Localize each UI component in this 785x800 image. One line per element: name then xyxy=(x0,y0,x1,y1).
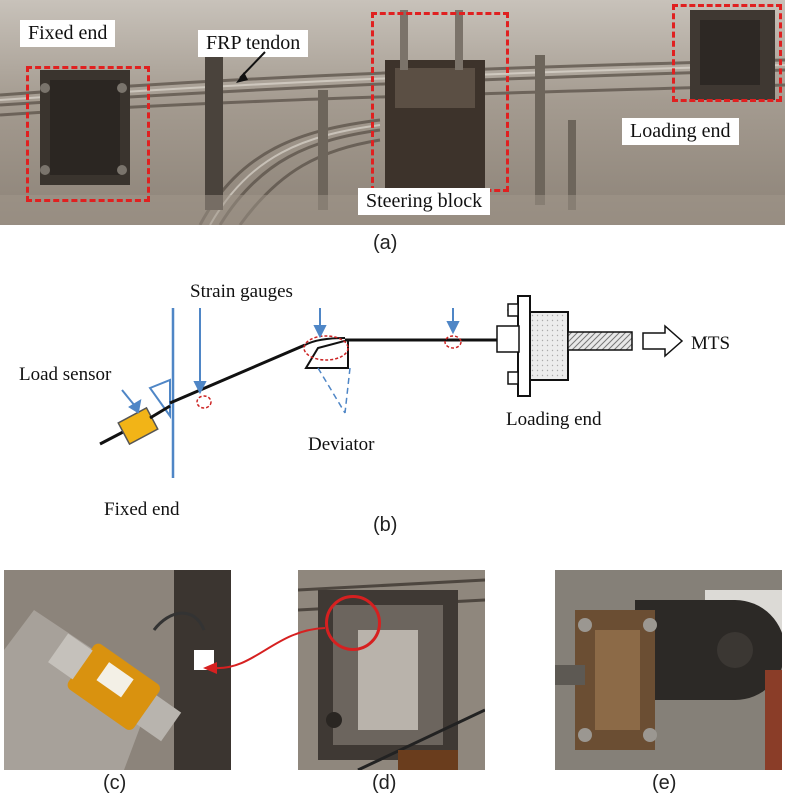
load-sensor-label: Load sensor xyxy=(19,364,112,385)
strain-gauge-marker-1 xyxy=(196,395,212,409)
loading-end-highlight-box xyxy=(672,4,782,102)
steering-block-highlight-box xyxy=(371,12,509,192)
frp-tendon-pointer-arrow xyxy=(236,51,266,83)
load-sensor xyxy=(117,406,159,446)
panel-b-schematic: Strain gauges Load sensor Deviator Loadi… xyxy=(19,281,730,520)
callout-arrow xyxy=(203,627,326,674)
deviator-label: Deviator xyxy=(308,434,375,455)
loading-end-label: Loading end xyxy=(622,118,739,145)
mts-label: MTS xyxy=(691,333,730,354)
fixed-end-highlight-box xyxy=(26,66,150,202)
panel-a-caption: (a) xyxy=(373,232,398,254)
strain-gauge-marker-2 xyxy=(303,335,349,361)
panel-a-photo-illustration xyxy=(0,0,785,225)
mts-arrow xyxy=(642,324,684,358)
deviator-block xyxy=(304,338,349,369)
panel-c-caption: (c) xyxy=(103,772,127,794)
strain-gauge-callout-circle xyxy=(325,595,381,651)
fixed-end-wedge xyxy=(148,378,171,420)
fixed-end-label: Fixed end xyxy=(20,20,116,47)
panel-d-photo xyxy=(298,570,485,770)
steering-block-label: Steering block xyxy=(358,188,491,215)
panel-b-caption: (b) xyxy=(373,514,398,536)
panel-a-photo xyxy=(0,0,785,225)
fixed-end-schematic-label: Fixed end xyxy=(104,499,180,520)
loading-end-schematic-label: Loading end xyxy=(506,409,602,430)
panel-e-photo xyxy=(555,570,782,770)
strain-gauge-marker-3 xyxy=(444,335,462,349)
panel-d-caption: (d) xyxy=(372,772,397,794)
strain-gauges-label: Strain gauges xyxy=(190,281,293,302)
frp-tendon-label: FRP tendon xyxy=(198,30,309,57)
frp-tendon-inclined xyxy=(169,343,306,405)
panel-c-photo xyxy=(4,570,231,770)
loading-end-assembly xyxy=(496,295,633,397)
panel-e-caption: (e) xyxy=(652,772,677,794)
load-sensor-cylinder xyxy=(48,633,182,742)
